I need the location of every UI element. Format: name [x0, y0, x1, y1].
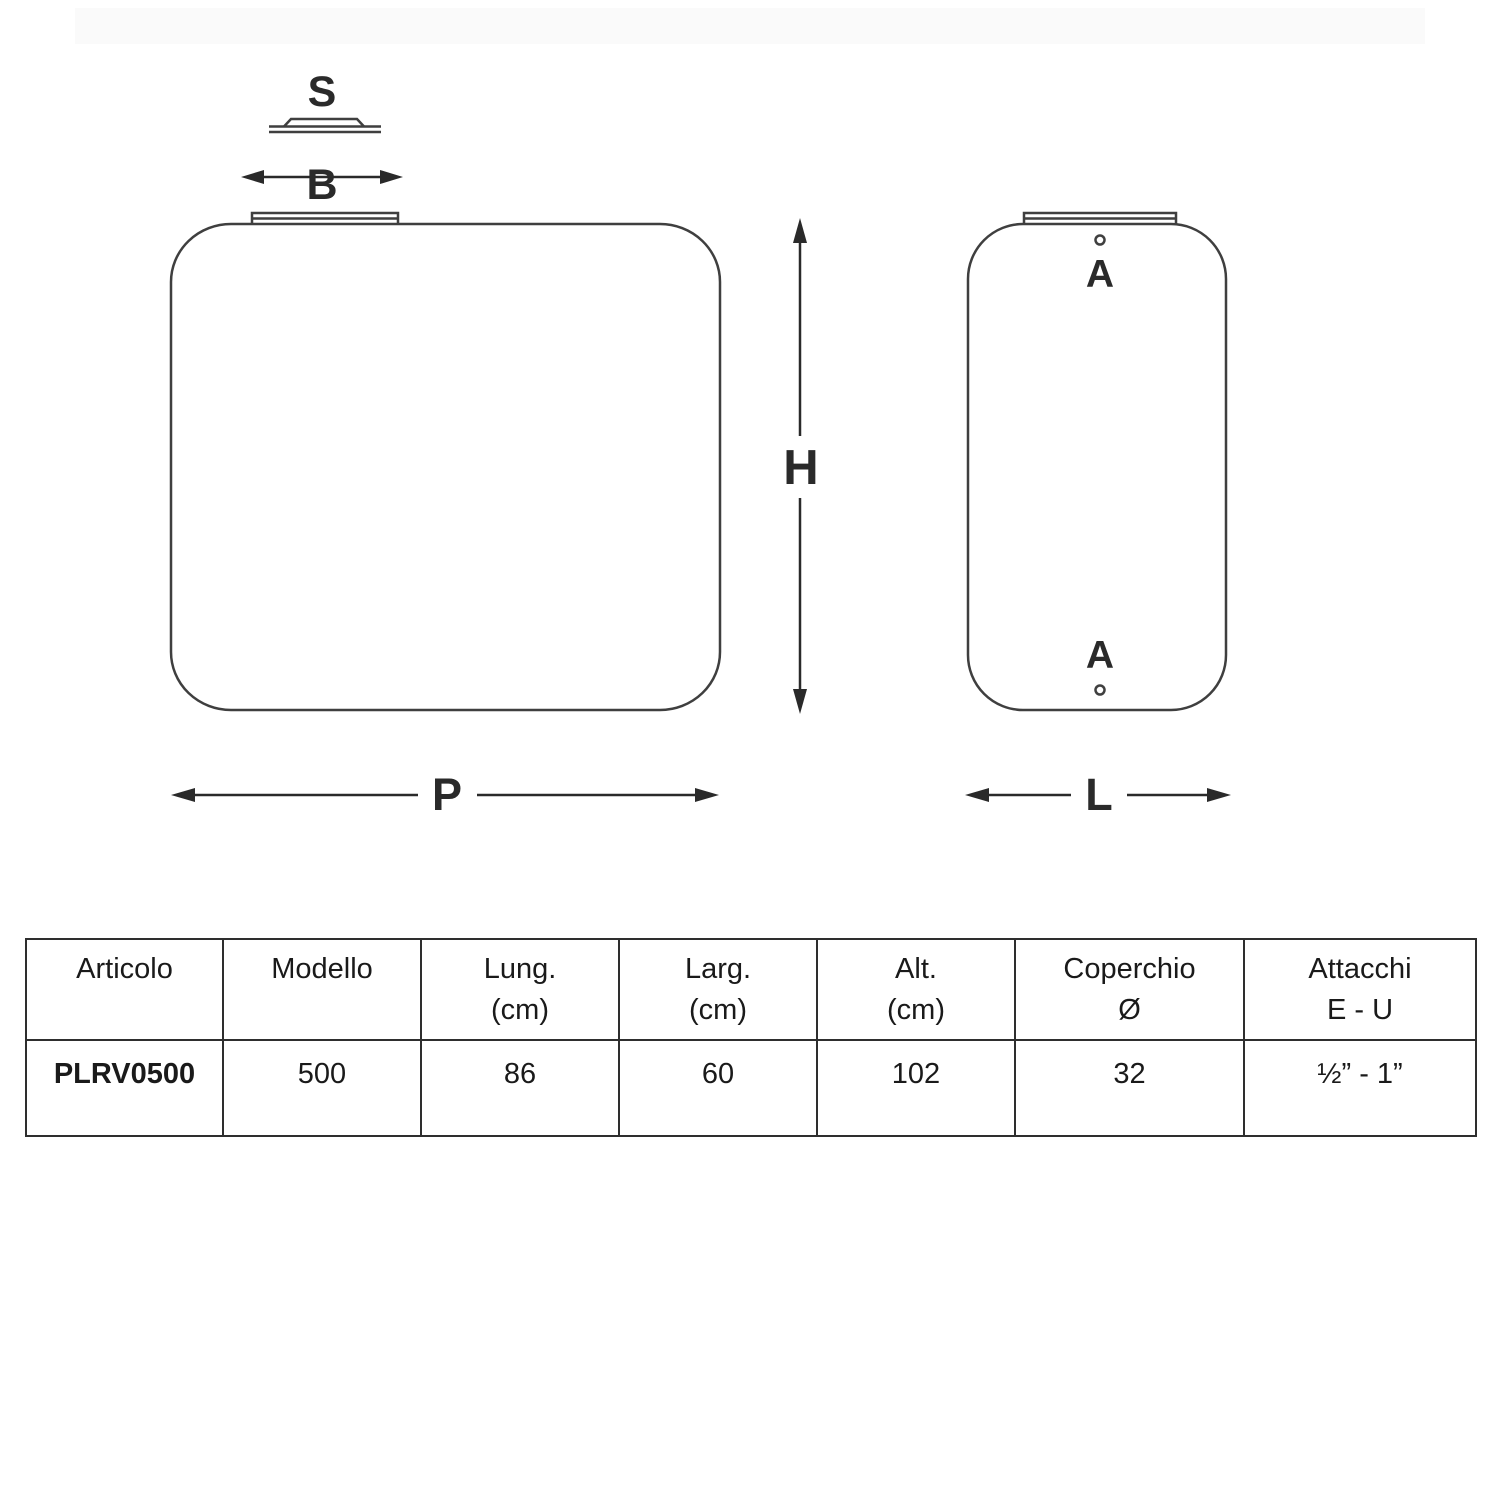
cell-larg: 60 — [618, 1039, 818, 1137]
side-view — [966, 211, 1228, 712]
dimension-p-label: P — [432, 769, 462, 820]
cell-attacchi: ½” - 1” — [1243, 1039, 1477, 1137]
header-articolo-line1: Articolo — [76, 953, 173, 985]
spec-table-data-row: PLRV0500 500 86 60 102 32 ½” - 1” — [25, 1039, 1477, 1137]
cell-coperchio: 32 — [1014, 1039, 1245, 1137]
front-view-tank-outline — [169, 222, 722, 712]
header-lung-line2: (cm) — [491, 994, 549, 1026]
header-alt: Alt. (cm) — [816, 938, 1016, 1041]
header-articolo: Articolo — [25, 938, 224, 1041]
dimension-p-arrow — [171, 788, 719, 802]
dimension-h-arrow — [793, 218, 807, 714]
cell-articolo: PLRV0500 — [25, 1039, 224, 1137]
section-a-bottom-label: A — [1086, 634, 1114, 677]
header-lung-line1: Lung. — [483, 953, 557, 985]
cell-modello: 500 — [222, 1039, 422, 1137]
tank-technical-drawing: S B H P — [169, 68, 1231, 820]
side-view-tank-outline — [966, 222, 1228, 712]
dimension-s-label: S — [308, 68, 337, 116]
header-larg-line1: Larg. — [684, 953, 752, 985]
section-marker-bottom-circle — [1094, 684, 1106, 696]
lid-section-dome — [283, 117, 365, 128]
section-marker-top-circle — [1094, 234, 1106, 246]
front-view — [169, 211, 722, 712]
header-attacchi-line1: Attacchi — [1308, 953, 1412, 985]
header-lung: Lung. (cm) — [420, 938, 620, 1041]
cell-lung: 86 — [420, 1039, 620, 1137]
header-modello: Modello — [222, 938, 422, 1041]
dimension-b-label: B — [306, 161, 337, 209]
header-coperchio: Coperchio Ø — [1014, 938, 1245, 1041]
header-alt-line1: Alt. — [895, 953, 937, 985]
lid-cross-section — [269, 117, 381, 134]
cell-alt: 102 — [816, 1039, 1016, 1137]
header-larg-line2: (cm) — [689, 994, 747, 1026]
header-coperchio-line1: Coperchio — [1063, 953, 1196, 985]
header-attacchi: Attacchi E - U — [1243, 938, 1477, 1041]
spec-table: Articolo Modello Lung. (cm) Larg. (cm) A… — [25, 938, 1477, 1137]
dimension-l-arrow — [965, 788, 1231, 802]
dimension-h-label: H — [783, 441, 818, 495]
header-modello-line1: Modello — [271, 953, 373, 985]
dimension-l-label: L — [1085, 769, 1113, 820]
top-strip — [75, 8, 1425, 44]
header-attacchi-line2: E - U — [1326, 994, 1394, 1026]
section-a-top-label: A — [1086, 253, 1114, 296]
header-larg: Larg. (cm) — [618, 938, 818, 1041]
header-alt-line2: (cm) — [887, 994, 945, 1026]
spec-table-header-row: Articolo Modello Lung. (cm) Larg. (cm) A… — [25, 938, 1477, 1041]
dimension-b-arrow — [241, 170, 403, 184]
header-coperchio-line2: Ø — [1118, 994, 1141, 1026]
